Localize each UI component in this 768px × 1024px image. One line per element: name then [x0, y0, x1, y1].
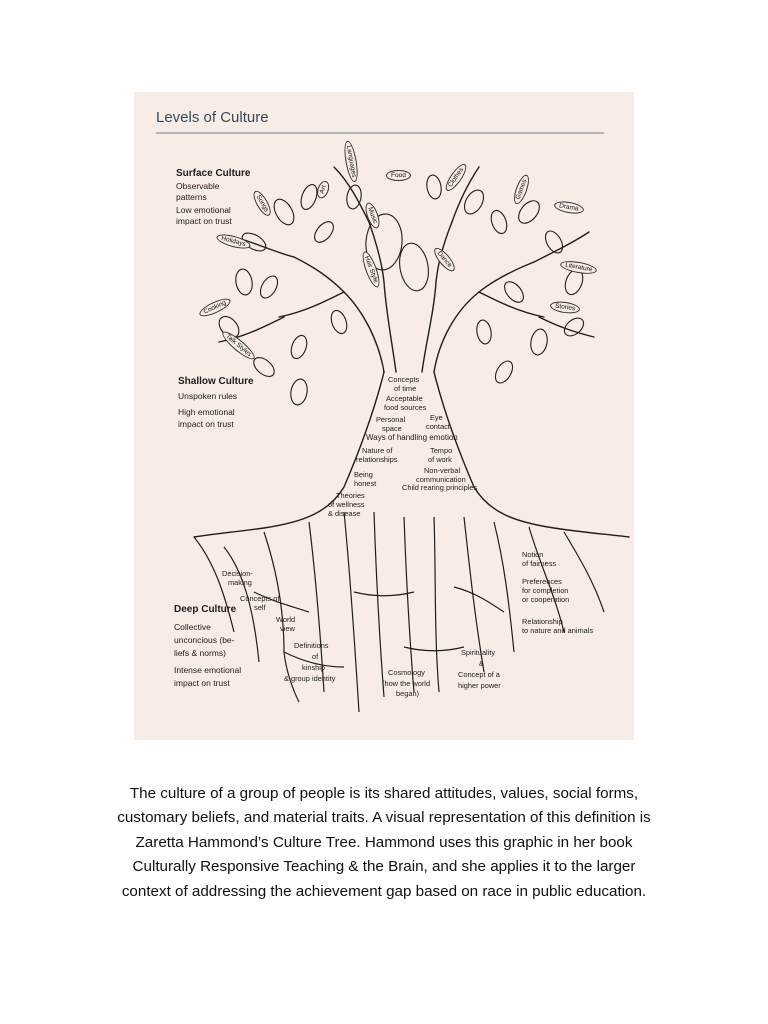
deep-culture-desc-2: unconcious (be-	[174, 636, 234, 645]
root-label-preferences-1: Preferences	[522, 578, 562, 586]
root-label-cosmology-3: began)	[396, 690, 419, 698]
root-label-cosmology-2: (how the world	[382, 680, 430, 688]
deep-culture-desc-3: liefs & norms)	[174, 649, 226, 658]
caption-line: customary beliefs, and material traits. …	[60, 806, 708, 830]
deep-culture-desc-4: Intense emotional	[174, 666, 241, 675]
trunk-label-tempo-work-1: Tempo	[430, 447, 452, 455]
leaf-label-food: Food	[386, 170, 411, 181]
trunk-outline	[194, 167, 629, 537]
shallow-culture-heading: Shallow Culture	[178, 376, 254, 387]
root-label-world-view-1: World	[276, 616, 295, 624]
trunk-label-nature-relationships-2: relationships	[356, 456, 398, 464]
caption-line: The culture of a group of people is its …	[60, 782, 708, 806]
trunk-label-eye-contact-1: Eye	[430, 414, 443, 422]
trunk-label-nonverbal-1: Non-verbal	[424, 467, 460, 475]
root-label-kinship-3: kinship	[302, 664, 325, 672]
trunk-label-concepts-of-time-1: Concepts	[388, 376, 419, 384]
surface-culture-desc-1: Observable	[176, 182, 219, 191]
root-label-cosmology-1: Cosmology	[388, 669, 425, 677]
root-label-spirituality-2: &	[479, 660, 484, 668]
deep-culture-heading: Deep Culture	[174, 604, 236, 615]
surface-culture-desc-3: Low emotional	[176, 206, 231, 215]
root-label-preferences-2: for completion	[522, 587, 568, 595]
root-label-world-view-2: view	[280, 625, 295, 633]
root-label-kinship-1: Definitions	[294, 642, 329, 650]
trunk-label-handling-emotion: Ways of handling emotion	[366, 434, 458, 443]
root-label-kinship-2: of	[312, 653, 318, 661]
trunk-label-eye-contact-2: contact	[426, 423, 450, 431]
surface-culture-desc-4: impact on trust	[176, 217, 232, 226]
root-label-fairness-1: Notion	[522, 551, 543, 559]
trunk-label-wellness-3: & disease	[328, 510, 360, 518]
root-label-self-1: Concepts of	[240, 595, 279, 603]
caption-line: context of addressing the achievement ga…	[60, 880, 708, 904]
surface-culture-desc-2: patterns	[176, 193, 207, 202]
caption-line: Culturally Responsive Teaching & the Bra…	[60, 855, 708, 879]
trunk-label-being-honest-2: honest	[354, 480, 376, 488]
root-label-fairness-2: of fairness	[522, 560, 556, 568]
root-label-spirituality-1: Spirituality	[461, 649, 495, 657]
trunk-label-wellness-2: of wellness	[328, 501, 365, 509]
deep-culture-desc-1: Collective	[174, 623, 211, 632]
root-label-kinship-4: & group identity	[284, 675, 335, 683]
figure-title: Levels of Culture	[156, 110, 269, 127]
shallow-culture-desc-1: Unspoken rules	[178, 392, 237, 401]
trunk-label-wellness-1: Theories	[336, 492, 365, 500]
trunk-label-concepts-of-time-2: of time	[394, 385, 416, 393]
trunk-label-child-rearing: Child rearing principles	[402, 484, 477, 492]
shallow-culture-desc-2: High emotional	[178, 408, 235, 417]
culture-tree-figure: Levels of Culture Surface Culture Observ…	[134, 92, 634, 740]
surface-culture-heading: Surface Culture	[176, 168, 250, 179]
root-label-self-2: self	[254, 604, 266, 612]
deep-culture-desc-5: impact on trust	[174, 679, 230, 688]
root-label-preferences-3: or cooperation	[522, 596, 569, 604]
root-label-spirituality-4: higher power	[458, 682, 501, 690]
caption-paragraph: The culture of a group of people is its …	[60, 782, 708, 904]
shallow-culture-desc-3: impact on trust	[178, 420, 234, 429]
trunk-label-tempo-work-2: of work	[428, 456, 452, 464]
caption-line: Zaretta Hammond’s Culture Tree. Hammond …	[60, 831, 708, 855]
root-label-decision-making-2: making	[228, 579, 252, 587]
root-label-decision-making-1: Decision-	[222, 570, 253, 578]
root-label-nature-animals-1: Relationship	[522, 618, 563, 626]
trunk-label-nature-relationships-1: Nature of	[362, 447, 392, 455]
trunk-label-being-honest-1: Being	[354, 471, 373, 479]
root-label-nature-animals-2: to nature and animals	[522, 627, 593, 635]
root-label-spirituality-3: Concept of a	[458, 671, 500, 679]
trunk-label-acceptable-food-1: Acceptable	[386, 395, 423, 403]
trunk-label-acceptable-food-2: food sources	[384, 404, 426, 412]
trunk-label-personal-space-1: Personal	[376, 416, 405, 424]
leaf-group	[215, 174, 587, 406]
trunk-label-personal-space-2: space	[382, 425, 402, 433]
